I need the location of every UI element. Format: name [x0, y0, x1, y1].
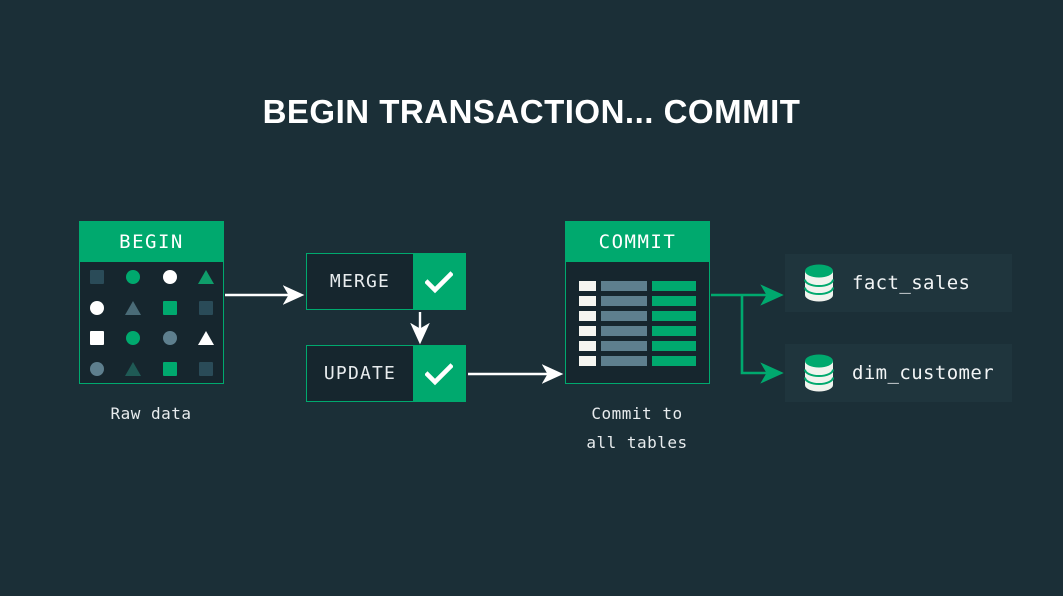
target-table-dim-customer[interactable]: dim_customer [785, 344, 1012, 402]
step-update-label: UPDATE [307, 346, 413, 401]
page-title: BEGIN TRANSACTION... COMMIT [262, 93, 801, 130]
checkmark-icon [425, 362, 453, 385]
raw-data-panel [79, 262, 224, 384]
connector-commit-to-dim-customer [740, 296, 784, 384]
database-icon [804, 354, 834, 392]
step-update-status [413, 346, 465, 401]
step-merge[interactable]: MERGE [306, 253, 466, 310]
commit-caption: Commit to all tables [542, 399, 732, 457]
commit-caption-line2: all tables [586, 433, 688, 452]
target-table-fact-sales[interactable]: fact_sales [785, 254, 1012, 312]
commit-panel [565, 262, 710, 384]
step-merge-status [413, 254, 465, 309]
step-merge-label: MERGE [307, 254, 413, 309]
checkmark-icon [425, 270, 453, 293]
database-icon [804, 264, 834, 302]
commit-caption-line1: Commit to [591, 404, 683, 423]
commit-header: COMMIT [565, 221, 710, 262]
begin-header: BEGIN [79, 221, 224, 262]
target-table-dim-customer-label: dim_customer [852, 362, 995, 384]
raw-data-caption: Raw data [110, 404, 192, 423]
step-update[interactable]: UPDATE [306, 345, 466, 402]
target-table-fact-sales-label: fact_sales [852, 272, 971, 294]
